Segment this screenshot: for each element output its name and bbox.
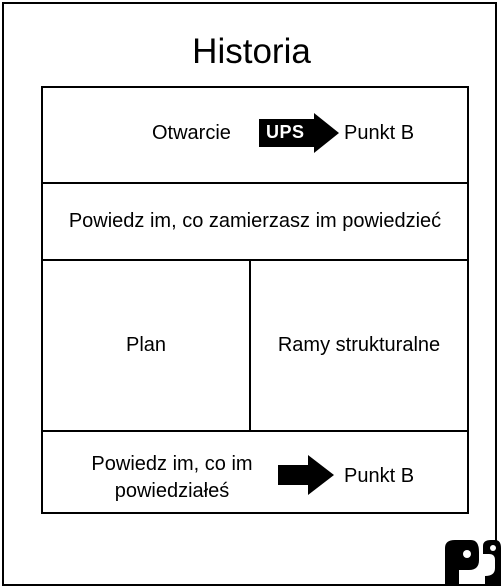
framework-label: Ramy strukturalne bbox=[277, 334, 441, 356]
ups-arrow-icon bbox=[259, 113, 339, 153]
closing-line-2: powiedziałeś bbox=[114, 480, 230, 502]
column-divider bbox=[249, 260, 251, 431]
closing-arrow-icon bbox=[278, 455, 334, 495]
closing-line-1: Powiedz im, co im bbox=[91, 453, 253, 475]
opening-label: Otwarcie bbox=[152, 122, 231, 144]
closing-target: Punkt B bbox=[344, 465, 415, 487]
structure-table bbox=[41, 86, 469, 514]
row-divider-1 bbox=[41, 182, 469, 184]
row-divider-2 bbox=[41, 259, 469, 261]
plan-label: Plan bbox=[125, 334, 167, 356]
opening-target: Punkt B bbox=[344, 122, 415, 144]
row-divider-3 bbox=[41, 430, 469, 432]
pp-logo-icon bbox=[445, 540, 501, 586]
tell-intent-label: Powiedz im, co zamierzasz im powiedzieć bbox=[68, 210, 442, 232]
ups-arrow-text: UPS bbox=[266, 122, 305, 142]
diagram-title: Historia bbox=[192, 32, 311, 71]
